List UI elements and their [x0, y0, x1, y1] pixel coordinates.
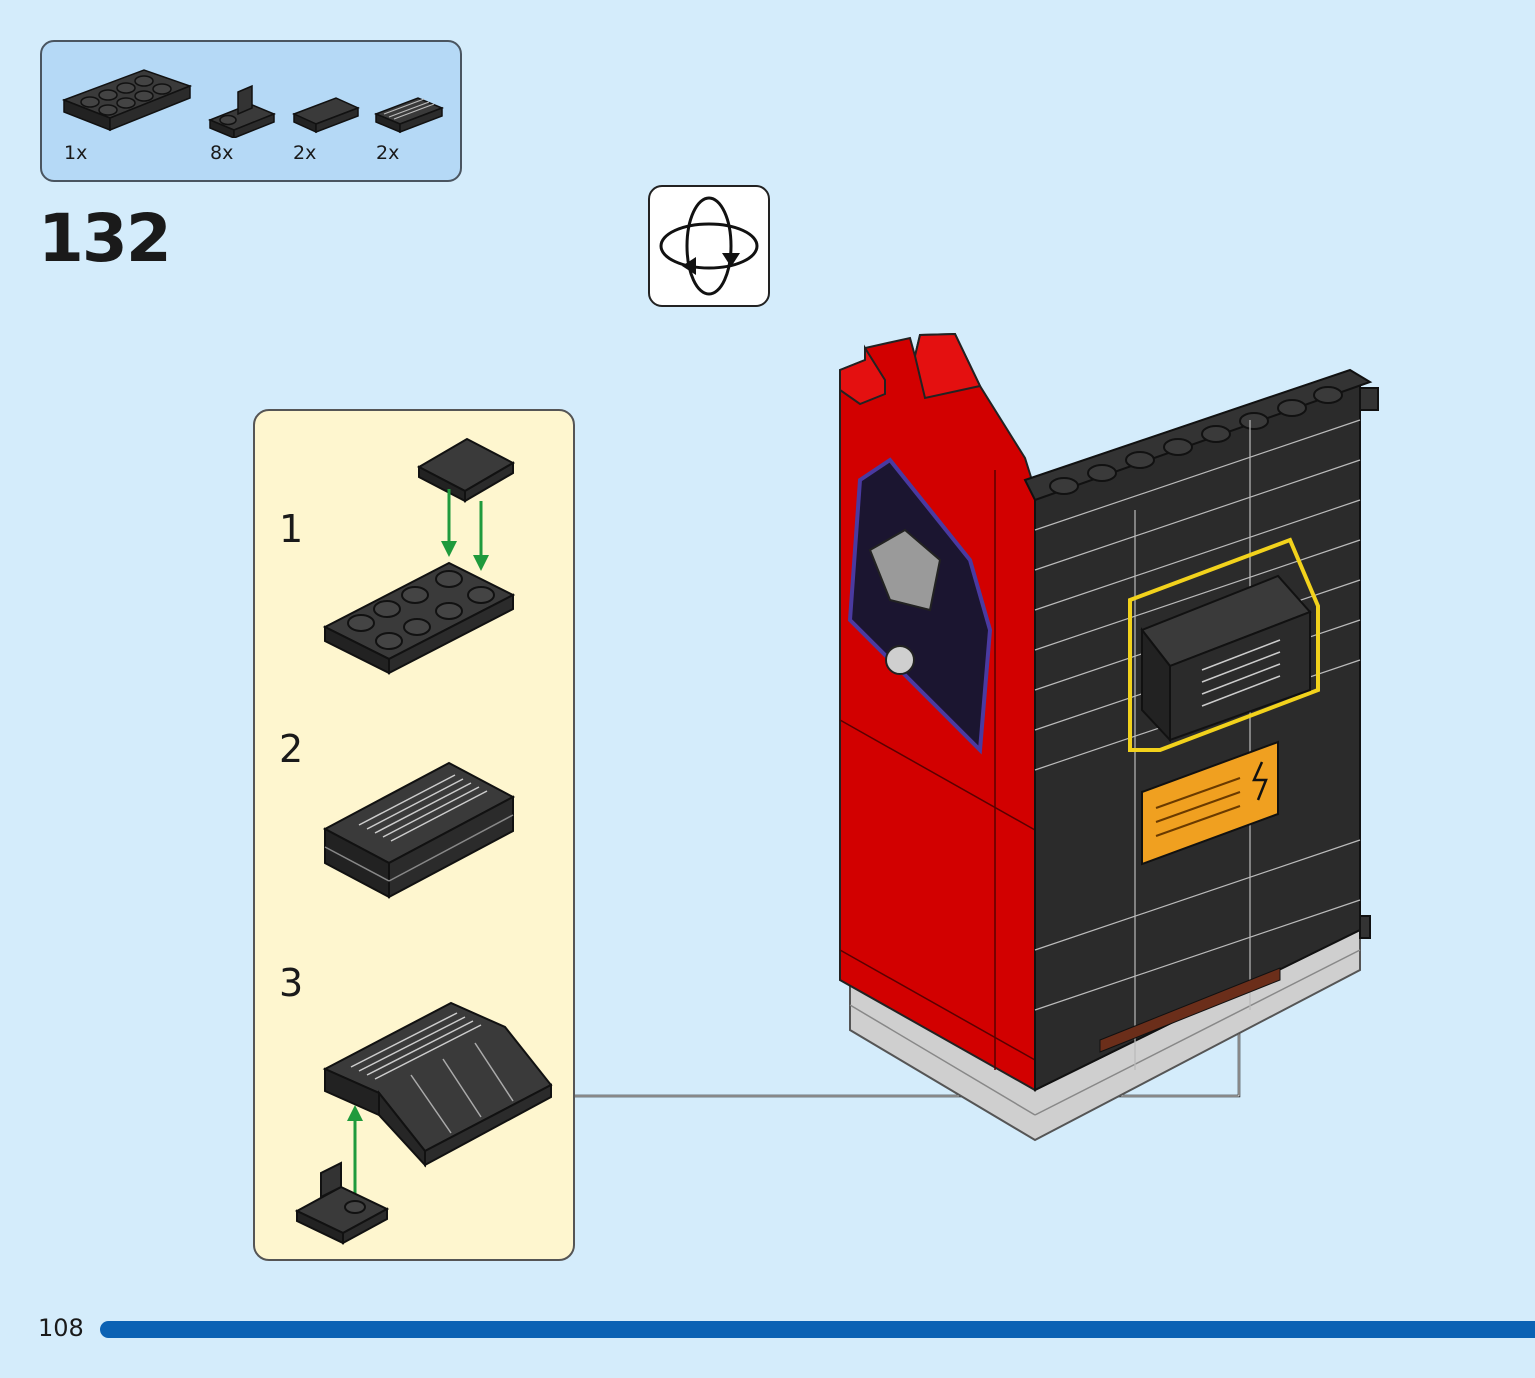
substep-3-illustration [294, 1001, 553, 1245]
main-model-illustration [839, 332, 1379, 1142]
step-number: 132 [38, 200, 172, 277]
plate-2x4-icon [61, 69, 193, 132]
part-quantity: 2x [376, 142, 400, 164]
parts-list: 1x 8x 2x 2x [40, 40, 462, 182]
substep-label-1: 1 [279, 507, 304, 551]
rotate-model-icon [648, 185, 770, 307]
part-quantity: 2x [293, 142, 317, 164]
part-quantity: 1x [64, 142, 88, 164]
substep-label-2: 2 [279, 727, 304, 771]
page-number: 108 [38, 1314, 84, 1342]
grille-tile-1x2-icon [373, 97, 445, 134]
substep-panel: 1 2 3 [253, 409, 575, 1261]
substep-2-illustration [322, 761, 516, 899]
progress-bar [100, 1321, 1535, 1338]
part-quantity: 8x [210, 142, 234, 164]
substep-label-3: 3 [279, 961, 304, 1005]
substep-1-illustration [322, 437, 516, 675]
tile-1x2-icon [292, 97, 360, 134]
bracket-1x2-icon [208, 84, 276, 138]
